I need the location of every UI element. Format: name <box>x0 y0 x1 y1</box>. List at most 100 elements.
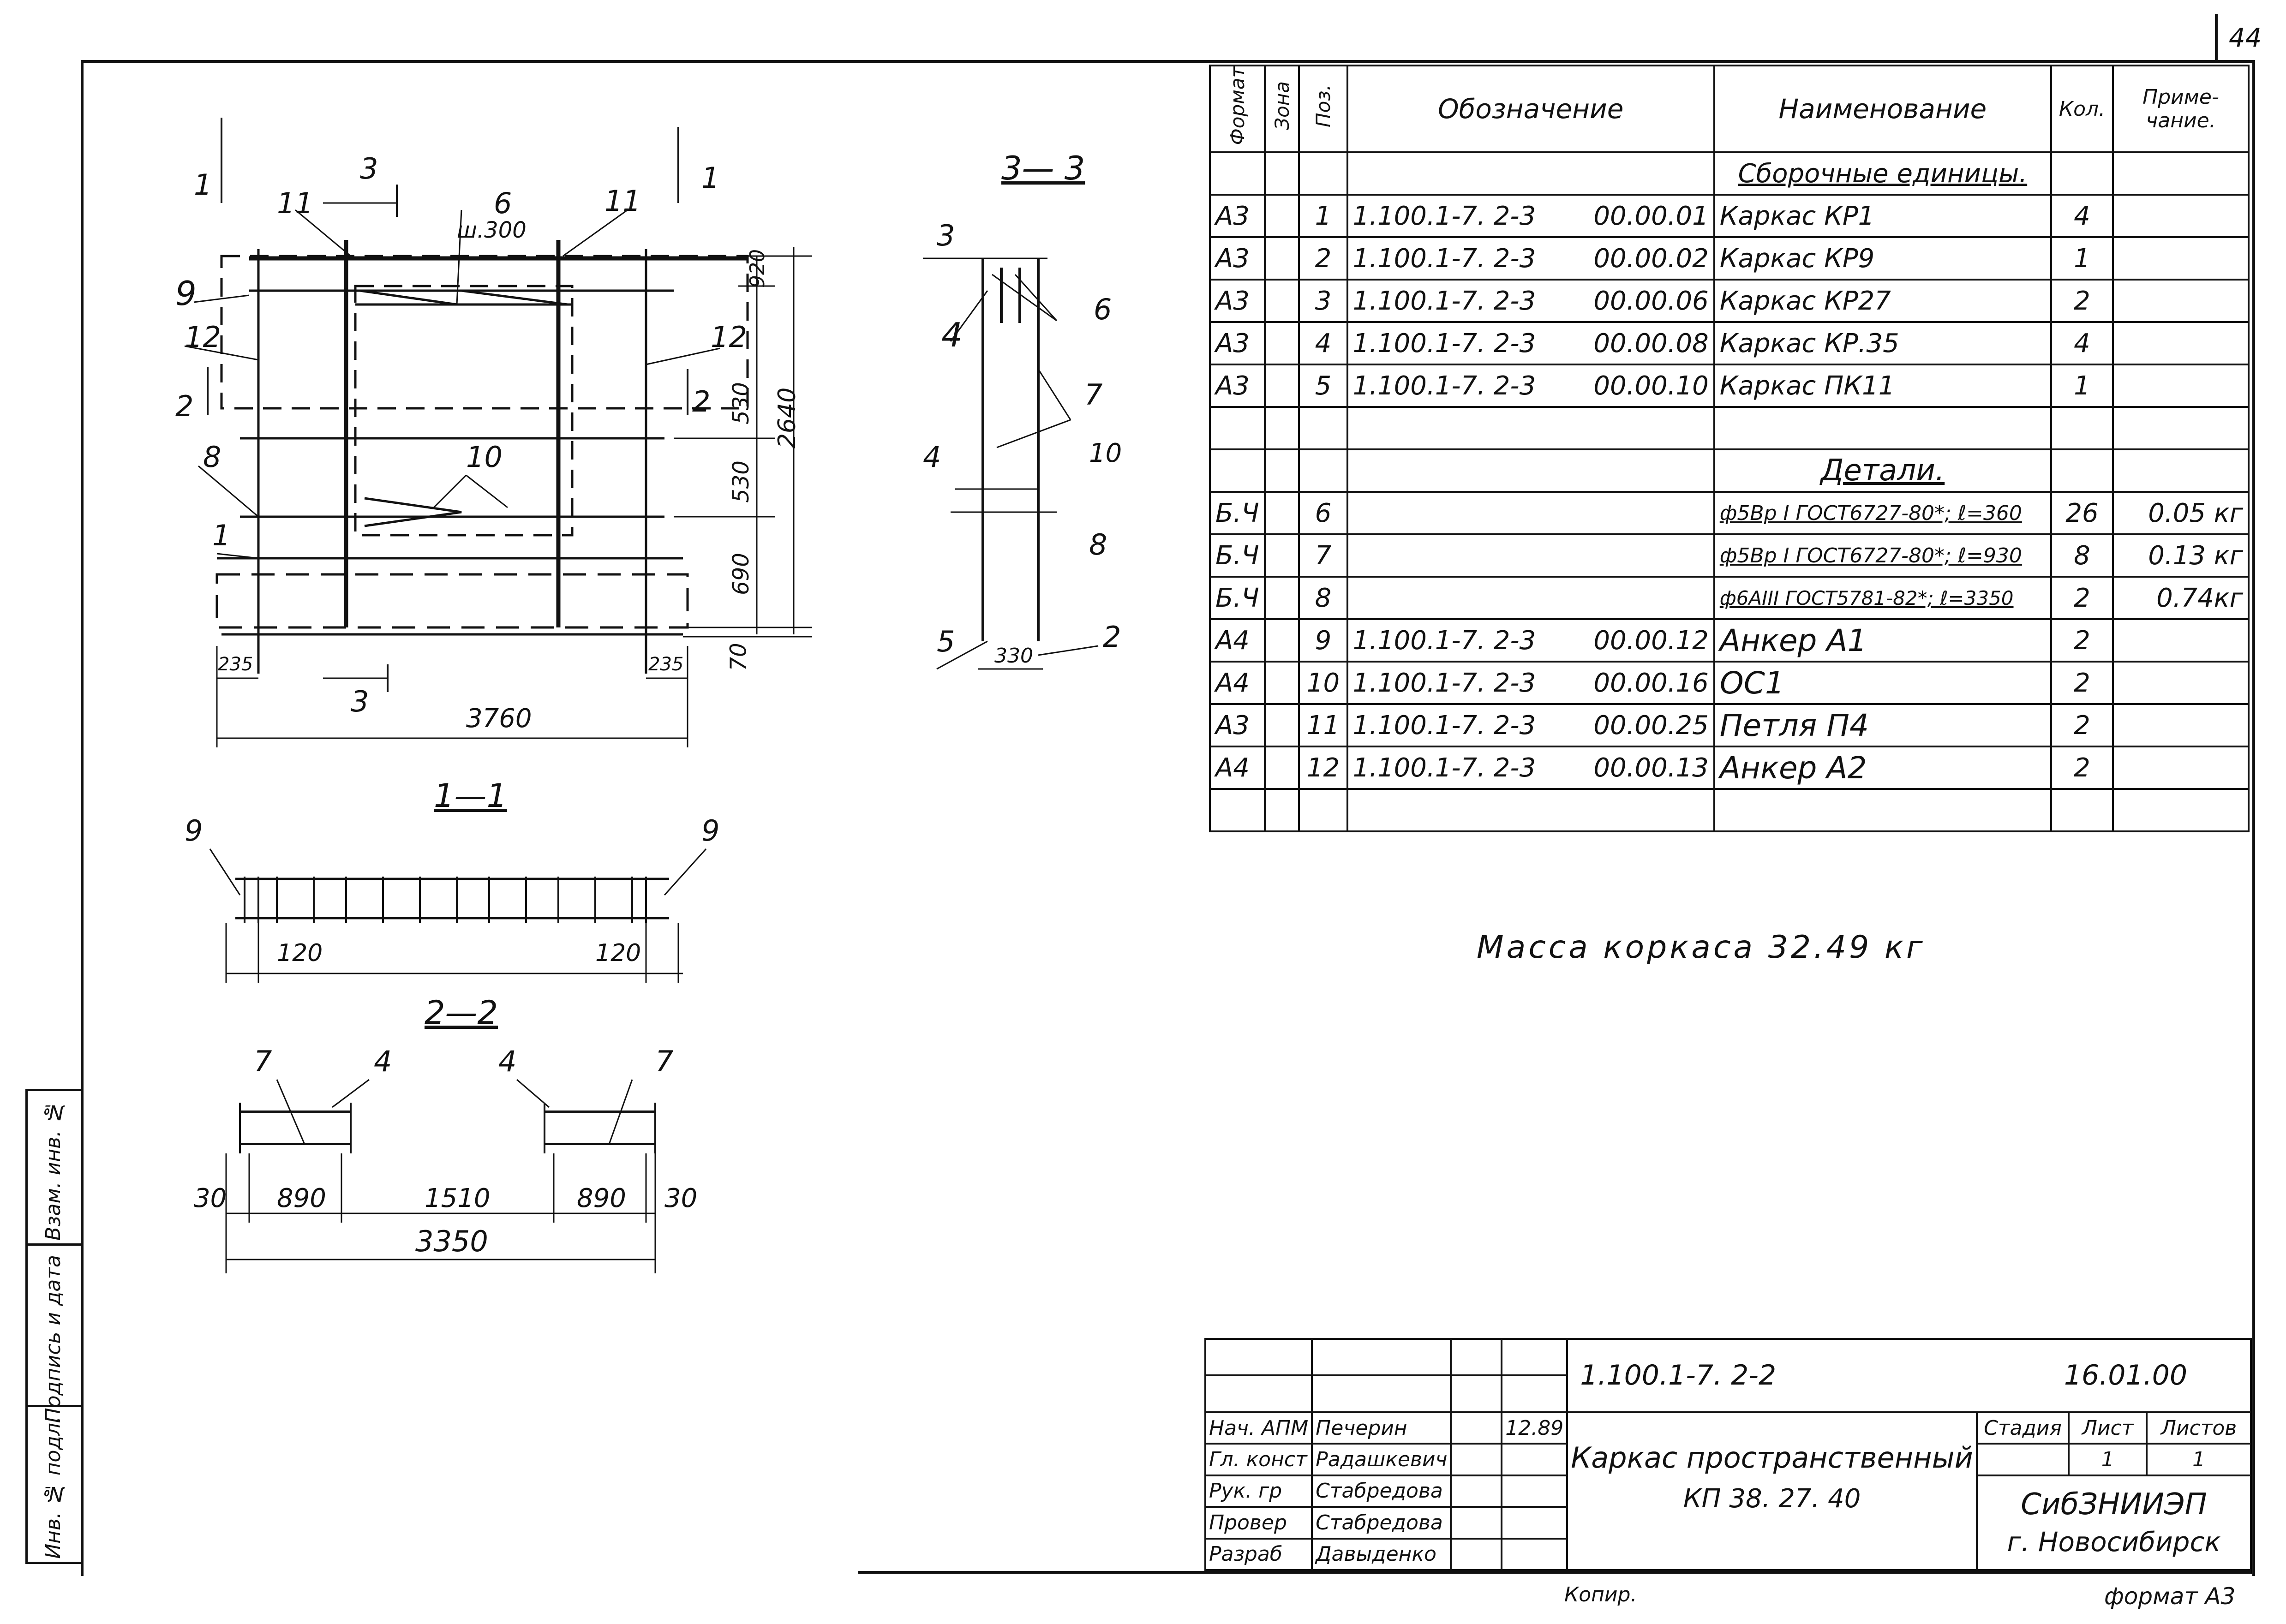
pos-7-callout-22b: 7 <box>655 1045 674 1078</box>
pos-2-callout-right: 2 <box>692 385 711 418</box>
section-1-1-title: 1—1 <box>434 777 508 815</box>
title-line-2: КП 38. 27. 40 <box>1683 1483 1861 1514</box>
header-qty: Кол. <box>2050 64 2114 154</box>
org-cell: СибЗНИИЭП г. Новосибирск <box>1975 1474 2252 1571</box>
pos-9-callout-11b: 9 <box>701 814 720 848</box>
pos-12-callout-left: 12 <box>185 320 221 354</box>
side-cell-inventory: Инв. № подл. <box>28 1407 83 1559</box>
header-pos: Поз. <box>1298 64 1348 154</box>
dim22-890-right: 890 <box>577 1183 626 1213</box>
sheets-value: 1 <box>2146 1443 2252 1476</box>
frame-bottom-line <box>858 1571 2252 1574</box>
side-text-inventory: Инв. № подл. <box>42 1416 65 1559</box>
dim-120-right: 120 <box>595 939 641 967</box>
main-view-diag-top-zigzag <box>359 289 568 306</box>
pos-10-callout-33: 10 <box>1089 438 1122 468</box>
main-view-top-band <box>220 255 749 410</box>
dim22-30-right: 30 <box>664 1183 698 1213</box>
section-2-2-view <box>225 1079 656 1273</box>
drawing-frame <box>81 60 2255 1576</box>
dim22-3350: 3350 <box>415 1224 488 1258</box>
pos-1-callout-right: 1 <box>701 161 720 195</box>
section-3-3-title: 3— 3 <box>1001 149 1085 187</box>
dim-3760: 3760 <box>466 704 532 734</box>
pos-7-callout-22a: 7 <box>254 1045 272 1078</box>
mass-label: Масса коркаса 32.49 кг <box>1477 929 1926 966</box>
pos-8-callout: 8 <box>203 440 221 474</box>
pos-12-callout-right: 12 <box>711 320 747 354</box>
pos-1-callout: 1 <box>194 168 212 202</box>
pos-3-callout: 3 <box>360 152 378 185</box>
pos-1-callout-low: 1 <box>212 519 231 552</box>
header-name: Наименование <box>1713 64 2052 154</box>
header-designation: Обозначение <box>1346 64 1715 154</box>
dim-235-left: 235 <box>218 654 253 675</box>
section-assemblies-label: Сборочные единицы. <box>1713 151 2052 196</box>
pos-2-callout-33: 2 <box>1103 620 1121 654</box>
section-2-2-title: 2—2 <box>425 994 498 1032</box>
section-1-1-view <box>209 848 707 983</box>
dim22-890-left: 890 <box>277 1183 326 1213</box>
title-line-1: Каркас пространственный <box>1571 1440 1973 1475</box>
pos-7-callout-33: 7 <box>1084 378 1103 412</box>
empty-row <box>1209 406 2250 451</box>
title-code-cell: 1.100.1-7. 2-2 16.01.00 <box>1566 1338 2252 1413</box>
pos-11-callout-right: 11 <box>604 184 641 218</box>
pos-4-callout-33b: 4 <box>923 440 941 474</box>
pos-3-callout-bottom: 3 <box>351 685 369 718</box>
doc-code: 1.100.1-7. 2-2 <box>1580 1359 1777 1392</box>
pos-8-callout-33: 8 <box>1089 528 1107 561</box>
sheet-value: 1 <box>2068 1443 2148 1476</box>
section-3-3-view <box>923 257 1099 670</box>
section-row-details: Детали. <box>1209 448 2250 493</box>
pos-2-callout: 2 <box>175 389 194 423</box>
dim22-30-left: 30 <box>194 1183 227 1213</box>
dim-120-left: 120 <box>277 939 323 967</box>
org-line-1: СибЗНИИЭП <box>2021 1487 2207 1522</box>
stage-value <box>1975 1443 2070 1476</box>
main-view <box>184 118 812 747</box>
empty-row <box>1209 788 2250 833</box>
copy-label: Копир. <box>1564 1583 1637 1606</box>
dim-530b: 530 <box>728 460 754 503</box>
main-view-bottom-band <box>215 573 689 629</box>
main-view-diag-bottom <box>364 497 462 527</box>
spec-header-row: Формат Зона Поз. Обозначение Наименовани… <box>1209 64 2250 154</box>
org-line-2: г. Новосибирск <box>2007 1526 2221 1558</box>
drawings <box>184 118 1099 1273</box>
header-zone: Зона <box>1263 64 1300 154</box>
dim-920: 920 <box>745 249 769 288</box>
header-note: Приме-чание. <box>2112 64 2250 154</box>
side-strip: Взам. инв. № Подпись и дата Инв. № подл. <box>25 1089 83 1564</box>
pos-11-callout-left: 11 <box>277 186 313 220</box>
pos-4-callout-22b: 4 <box>498 1045 517 1078</box>
shag-label: ш.300 <box>457 217 527 243</box>
specification-table: Формат Зона Поз. Обозначение Наименовани… <box>1209 64 2250 833</box>
title-name-cell: Каркас пространственный КП 38. 27. 40 <box>1566 1411 1978 1571</box>
pos-6-callout: 6 <box>494 186 512 220</box>
dim-690: 690 <box>728 553 754 595</box>
pos-4-callout-33a: 4 <box>941 316 963 354</box>
title-row-1 <box>1204 1374 2251 1413</box>
signature-mark <box>1450 1411 1503 1445</box>
format-label: формат А3 <box>2104 1583 2236 1610</box>
sheets-label: Листов <box>2146 1411 2252 1445</box>
sheet-label: Лист <box>2068 1411 2148 1445</box>
doc-date: 16.01.00 <box>2064 1359 2187 1392</box>
section-details-label: Детали. <box>1713 448 2052 493</box>
side-cell-replace: Взам. инв. № <box>28 1091 83 1246</box>
